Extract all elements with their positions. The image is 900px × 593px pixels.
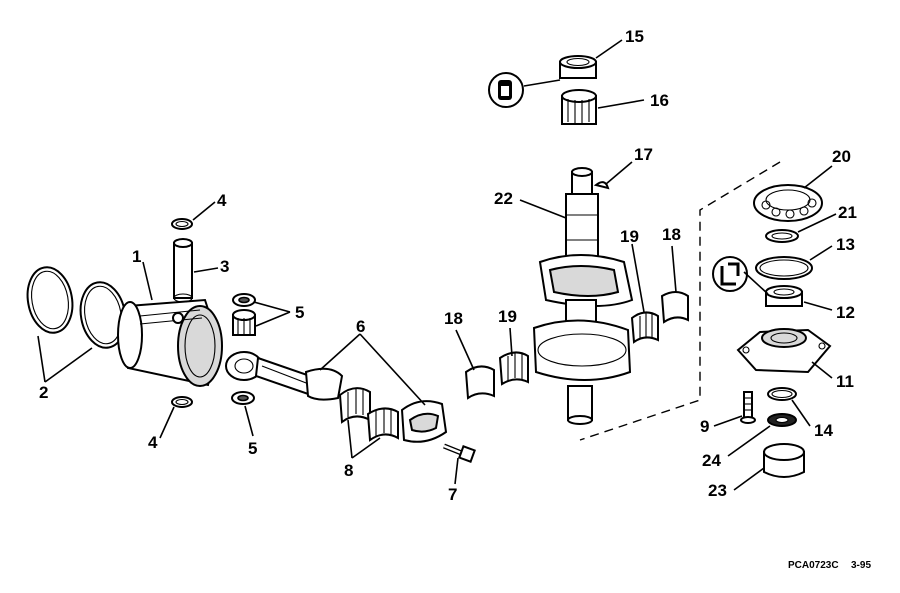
callout-13: 13 <box>836 235 855 254</box>
ball-bearing <box>753 184 823 222</box>
callout-15: 15 <box>625 27 644 46</box>
o-ring-large <box>755 256 813 280</box>
callout-24: 24 <box>702 451 721 470</box>
callout-19-center: 19 <box>498 307 517 326</box>
callout-1: 1 <box>132 247 141 266</box>
connecting-rod-cap <box>400 400 448 443</box>
washer <box>767 413 797 427</box>
wrist-pin <box>173 238 193 303</box>
end-cap <box>763 443 805 478</box>
o-ring-small <box>767 387 797 401</box>
main-bearing-race-half-right <box>660 291 689 324</box>
housing-screw <box>740 391 756 424</box>
callout-16: 16 <box>650 91 669 110</box>
needle-bearing-upper-main <box>561 89 597 125</box>
piston-ring-inner <box>79 281 127 349</box>
alignment-dashed-lines <box>579 161 781 441</box>
callout-4-bottom: 4 <box>148 433 158 452</box>
callout-9: 9 <box>700 417 709 436</box>
callout-22: 22 <box>494 189 513 208</box>
main-bearing-race-half-left <box>464 365 495 400</box>
callout-5-bottom: 5 <box>248 439 257 458</box>
callout-21: 21 <box>838 203 857 222</box>
callout-23: 23 <box>708 481 727 500</box>
sealant-icon <box>488 72 524 108</box>
retaining-clip-top <box>171 218 193 230</box>
piston <box>117 298 223 387</box>
needle-bearing-upper <box>232 309 256 336</box>
connecting-rod <box>225 351 344 401</box>
leader-lines <box>37 39 837 491</box>
piston-ring-outer <box>26 266 74 334</box>
drawing-date: 3-95 <box>851 560 871 571</box>
lubricant-icon <box>712 256 748 292</box>
lower-bearing-housing <box>736 328 832 374</box>
retaining-ring <box>765 229 799 243</box>
callout-4-top: 4 <box>217 191 227 210</box>
rod-cap-bolt <box>443 443 476 463</box>
main-bearing-cage-half-left <box>498 351 529 386</box>
callout-5-top: 5 <box>295 303 304 322</box>
callout-18-center: 18 <box>444 309 463 328</box>
thrust-washer-bottom <box>231 391 255 405</box>
callout-17: 17 <box>634 145 653 164</box>
cage-bearing-half-right <box>366 407 399 442</box>
callout-8: 8 <box>344 461 353 480</box>
thrust-washer-top <box>232 293 256 307</box>
callout-19-right: 19 <box>620 227 639 246</box>
callout-3: 3 <box>220 257 229 276</box>
retaining-clip-bottom <box>171 396 193 408</box>
callout-12: 12 <box>836 303 855 322</box>
callout-6: 6 <box>356 317 365 336</box>
crankshaft <box>532 167 634 425</box>
callout-14: 14 <box>814 421 833 440</box>
callout-7: 7 <box>448 485 457 504</box>
main-bearing-cage-half-right <box>630 311 659 344</box>
seal-upper-bearing <box>559 55 597 79</box>
cage-bearing-half-left <box>338 387 371 424</box>
callout-11: 11 <box>836 372 854 391</box>
callout-18-right: 18 <box>662 225 681 244</box>
callout-20: 20 <box>832 147 851 166</box>
callout-2: 2 <box>39 383 48 402</box>
drawing-code: PCA0723C <box>788 560 839 571</box>
lower-seal <box>765 285 803 307</box>
woodruff-key <box>593 181 610 190</box>
